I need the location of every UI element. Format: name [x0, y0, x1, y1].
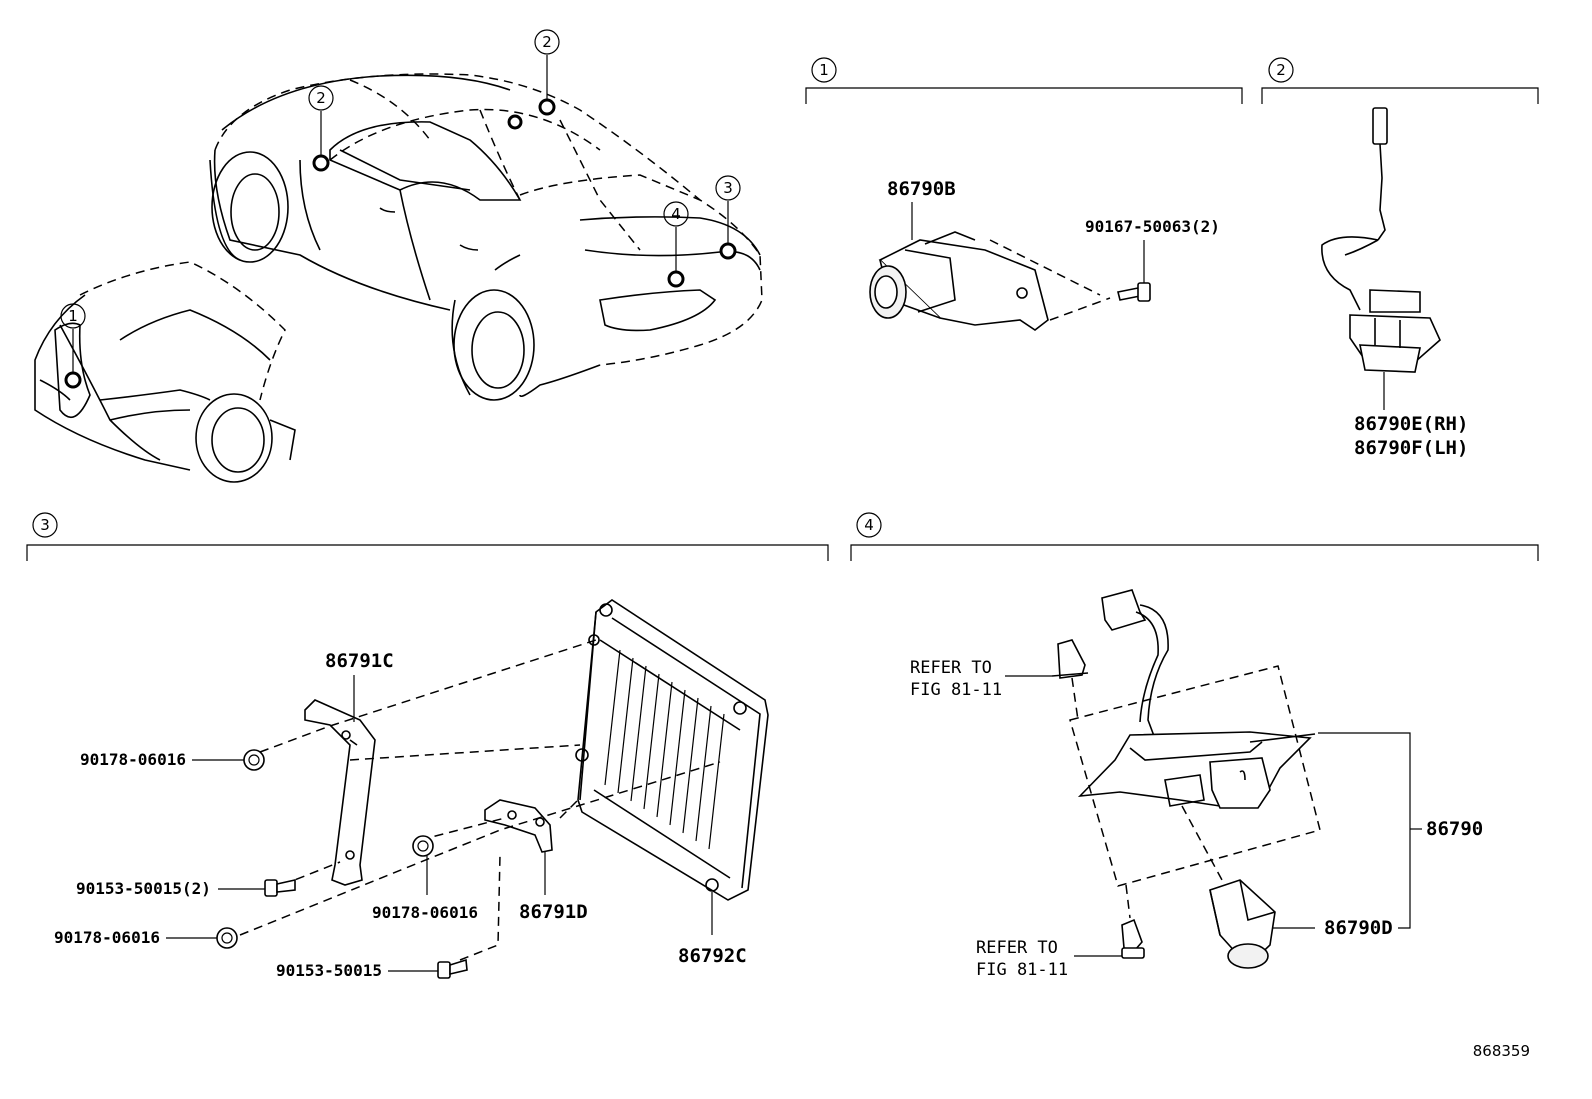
svg-text:2: 2	[316, 89, 326, 107]
refer-bottom-line2: FIG 81-11	[976, 960, 1068, 980]
label-90178-06016-b: 90178-06016	[372, 903, 478, 922]
bracket-86791D-part	[484, 799, 553, 853]
section-1-front-camera: 1 86790B 90167-50063(2)	[805, 57, 1243, 331]
label-90153-50015: 90153-50015	[276, 961, 382, 980]
bolt-a-part	[264, 879, 296, 897]
callout-2-left: 2	[308, 85, 334, 111]
label-86790F-LH: 86790F(LH)	[1354, 437, 1468, 459]
label-90178-06016-c: 90178-06016	[54, 928, 160, 947]
refer-top-line2: FIG 81-11	[910, 680, 1002, 700]
refer-bottom-line1: REFER TO	[976, 938, 1058, 958]
bracket-86791C-part	[304, 699, 376, 886]
vehicle-overview: 1 2 2 3 4	[34, 29, 763, 483]
section-4-rear-camera: 4 REFER TO FIG 81-11	[850, 512, 1539, 980]
label-90153-50015-2: 90153-50015(2)	[76, 879, 211, 898]
side-camera-part	[1321, 107, 1441, 373]
bolt-b-part	[437, 958, 468, 979]
label-86790: 86790	[1426, 818, 1483, 840]
camera-86790D-part	[1209, 879, 1276, 969]
svg-text:3: 3	[40, 516, 50, 534]
nut-a-part	[243, 749, 265, 771]
svg-text:4: 4	[864, 516, 874, 534]
label-86790D: 86790D	[1324, 917, 1393, 939]
section-3-ecu: 3 86792C	[26, 512, 829, 980]
label-90178-06016-a: 90178-06016	[80, 750, 186, 769]
label-86790E-RH: 86790E(RH)	[1354, 413, 1468, 435]
svg-text:1: 1	[68, 307, 78, 325]
lower-clip-part	[1121, 918, 1145, 959]
figure-id: 868359	[1473, 1042, 1530, 1060]
callout-1-front: 1	[60, 303, 86, 329]
svg-text:4: 4	[671, 205, 681, 223]
nut-c-part	[216, 927, 238, 949]
label-86790B: 86790B	[887, 178, 956, 200]
section-2-side-camera: 2 86790E(RH) 86790F(LH)	[1261, 57, 1539, 459]
refer-top-line1: REFER TO	[910, 658, 992, 678]
label-86791D: 86791D	[519, 901, 588, 923]
front-camera-part	[869, 231, 1111, 331]
screw-part	[1117, 282, 1151, 302]
callout-2-right: 2	[534, 29, 560, 55]
svg-text:3: 3	[723, 179, 733, 197]
label-86791C: 86791C	[325, 650, 394, 672]
rear-camera-assembly-part	[1051, 589, 1321, 887]
nut-b-part	[412, 835, 434, 857]
svg-text:1: 1	[819, 61, 829, 79]
ecu-part	[575, 599, 769, 901]
svg-text:2: 2	[542, 33, 552, 51]
label-90167-50063: 90167-50063(2)	[1085, 217, 1220, 236]
svg-text:2: 2	[1276, 61, 1286, 79]
callout-3-rear: 3	[715, 175, 741, 201]
label-86792C: 86792C	[678, 945, 747, 967]
callout-4-rear: 4	[663, 201, 689, 227]
